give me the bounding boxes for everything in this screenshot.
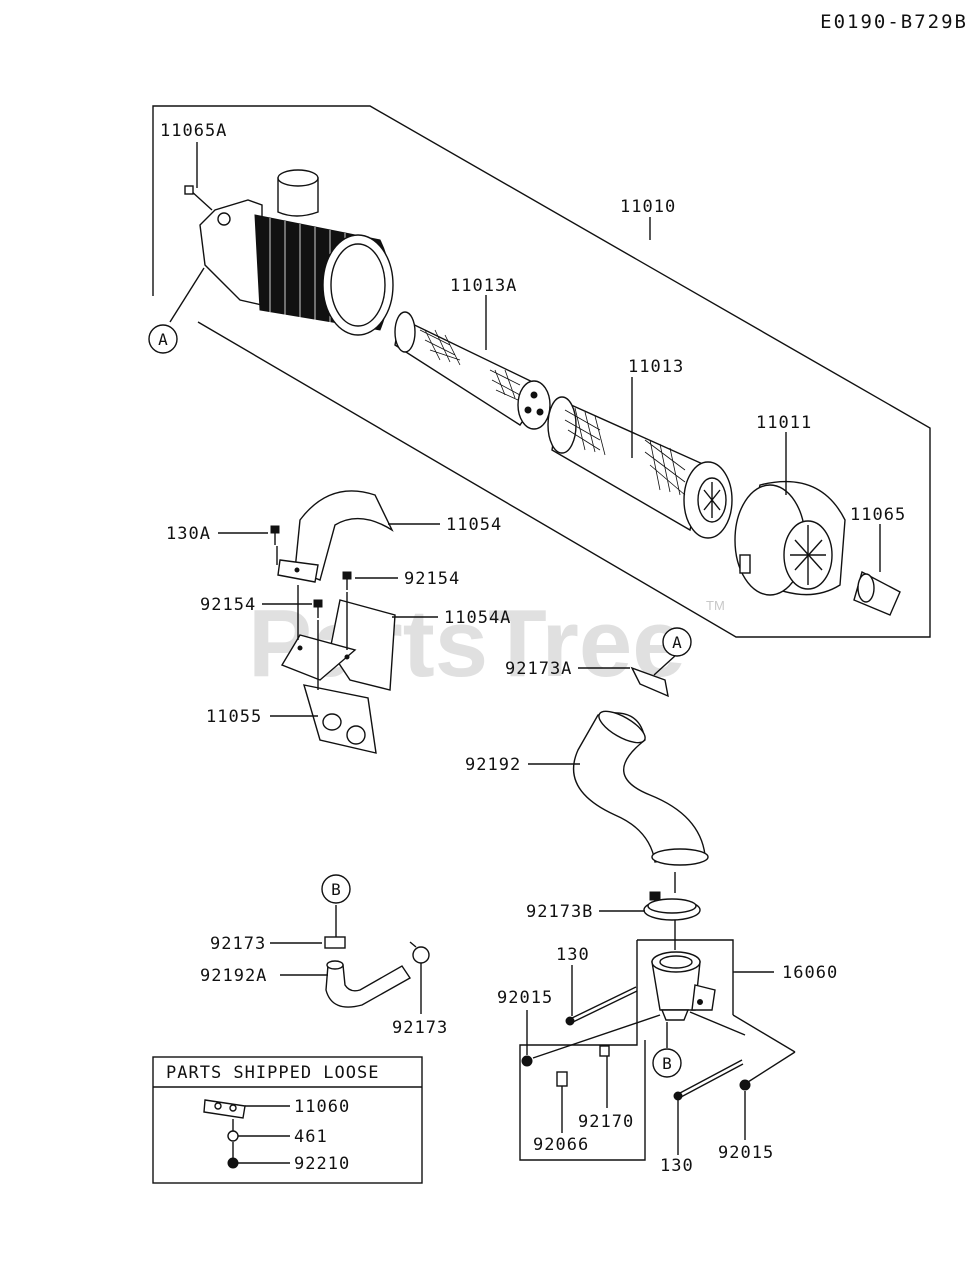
label-11010: 11010 (620, 197, 676, 217)
loose-parts-labels: PARTS SHIPPED LOOSE 11060 461 92210 (166, 1063, 379, 1174)
label-92170: 92170 (578, 1112, 634, 1132)
nut-92015-left[interactable] (521, 1055, 533, 1067)
parts-shipped-loose-box (152, 1056, 423, 1184)
label-11013A: 11013A (450, 276, 517, 296)
nut-92210 (227, 1157, 239, 1169)
callout-a-left: A (148, 324, 178, 354)
bracket-assembly-lines (276, 546, 348, 690)
bolt-92154-right[interactable] (342, 571, 352, 590)
label-92192: 92192 (465, 755, 521, 775)
part-labels: 11065A 11010 11013A 11013 11011 11065 13… (160, 121, 906, 1176)
callout-b-right: B (652, 1048, 682, 1078)
gasket-11060 (203, 1099, 246, 1119)
callout-b-left: B (321, 874, 351, 904)
air-cleaner-housing[interactable] (199, 169, 394, 336)
label-11054: 11054 (446, 515, 502, 535)
breather-hose-92192A[interactable] (325, 960, 412, 1008)
label-130-top: 130 (556, 945, 590, 965)
label-92015-right: 92015 (718, 1143, 774, 1163)
leader-lines (169, 142, 881, 1164)
bolt-92154-left[interactable] (313, 599, 323, 618)
valve-11065A[interactable] (184, 185, 213, 211)
cover-11011[interactable] (734, 480, 846, 596)
clamp-92173A[interactable] (630, 666, 669, 698)
label-92173A: 92173A (505, 659, 572, 679)
clamp-92173B[interactable] (643, 891, 701, 921)
label-11065A: 11065A (160, 121, 227, 141)
callout-a-right: A (662, 627, 692, 657)
label-11060: 11060 (294, 1097, 350, 1117)
plate-11055[interactable] (303, 684, 377, 754)
diagram-code: E0190-B729B (820, 11, 968, 33)
washer-461 (227, 1130, 239, 1142)
svg-text:B: B (662, 1054, 672, 1073)
dust-cup-16060[interactable] (651, 951, 716, 1021)
label-92154-left: 92154 (200, 595, 256, 615)
label-92192A: 92192A (200, 966, 267, 986)
label-92015-left: 92015 (497, 988, 553, 1008)
label-92173-left: 92173 (210, 934, 266, 954)
label-11065: 11065 (850, 505, 906, 525)
nut-assembly-line-left (532, 1014, 661, 1059)
svg-text:A: A (672, 633, 682, 652)
label-461: 461 (294, 1127, 328, 1147)
label-11013: 11013 (628, 357, 684, 377)
clamp-92173-left[interactable] (324, 936, 346, 949)
svg-text:A: A (158, 330, 168, 349)
nut-assembly-line-right (689, 1011, 746, 1036)
bolt-130A[interactable] (270, 525, 280, 545)
label-11011: 11011 (756, 413, 812, 433)
svg-text:B: B (331, 880, 341, 899)
label-92173B: 92173B (526, 902, 593, 922)
air-cleaner-assembly-outline (152, 105, 931, 638)
bolt-130-bottom[interactable] (673, 1059, 744, 1101)
bolt-130-top[interactable] (565, 986, 638, 1026)
label-11055: 11055 (206, 707, 262, 727)
clip-92170[interactable] (599, 1045, 610, 1057)
hose-92192[interactable] (573, 705, 709, 866)
label-130A: 130A (166, 524, 211, 544)
label-92210: 92210 (294, 1154, 350, 1174)
valve-11065[interactable] (853, 570, 901, 616)
label-92066: 92066 (533, 1135, 589, 1155)
label-16060: 16060 (782, 963, 838, 983)
label-92154-right: 92154 (404, 569, 460, 589)
pin-92066[interactable] (556, 1071, 568, 1087)
outer-element-11013[interactable] (547, 396, 733, 539)
inner-element-11013A[interactable] (394, 311, 551, 430)
nut-92015-right[interactable] (739, 1079, 751, 1091)
label-92173-bottom: 92173 (392, 1018, 448, 1038)
assembly-16060-bracket (519, 939, 796, 1161)
loose-parts-title: PARTS SHIPPED LOOSE (166, 1063, 379, 1083)
watermark-trademark: TM (706, 598, 725, 613)
clamp-92173-bottom[interactable] (409, 941, 430, 964)
label-11054A: 11054A (444, 608, 511, 628)
label-130-bottom: 130 (660, 1156, 694, 1176)
bracket-11054[interactable] (277, 490, 394, 583)
